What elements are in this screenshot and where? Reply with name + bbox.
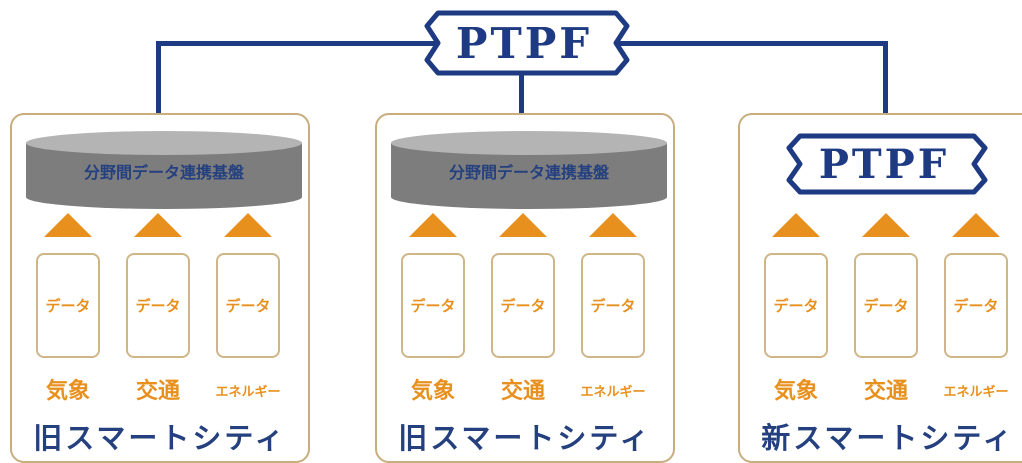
data-card: データ [36, 253, 100, 358]
up-arrow-icon [862, 213, 910, 237]
data-platform-cylinder: 分野間データ連携基盤 [391, 131, 667, 209]
up-arrow-icon [772, 213, 820, 237]
category-label: 交通 [135, 379, 180, 404]
data-platform-cylinder: 分野間データ連携基盤 [26, 131, 302, 209]
up-arrow-icon [499, 213, 547, 237]
data-card: データ [944, 253, 1008, 358]
data-card: データ [854, 253, 918, 358]
new-city-panel: PTPF データ データ データ 気象 交通 エネルギー 新スマートシティ [738, 113, 1022, 463]
data-card: データ [216, 253, 280, 358]
category-label: エネルギー [580, 385, 646, 400]
up-arrow-icon [224, 213, 272, 237]
badge-label: PTPF [818, 140, 950, 188]
city-label: 旧スマートシティ [33, 421, 287, 455]
connector-left [156, 41, 161, 113]
category-label: 気象 [410, 379, 455, 404]
category-label: エネルギー [943, 385, 1009, 400]
up-arrow-icon [952, 213, 1000, 237]
up-arrow-icon [44, 213, 92, 237]
city-label: 新スマートシティ [761, 421, 1015, 455]
connector-right [883, 41, 888, 113]
data-card: データ [401, 253, 465, 358]
cylinder-icon [26, 131, 302, 209]
legacy-city-panel: 分野間データ連携基盤 データ データ データ 気象 交通 エネルギー 旧スマート… [10, 113, 310, 463]
badge-frame-icon [786, 133, 988, 195]
category-label: 気象 [45, 379, 90, 404]
legacy-city-panel: 分野間データ連携基盤 データ データ データ 気象 交通 エネルギー 旧スマート… [375, 113, 675, 463]
data-card: データ [581, 253, 645, 358]
up-arrow-icon [409, 213, 457, 237]
city-label: 旧スマートシティ [398, 421, 652, 455]
data-card: データ [764, 253, 828, 358]
category-label: 気象 [773, 379, 818, 404]
category-label: エネルギー [215, 385, 281, 400]
badge-frame-icon [424, 10, 630, 76]
up-arrow-icon [589, 213, 637, 237]
up-arrow-icon [134, 213, 182, 237]
data-card: データ [491, 253, 555, 358]
ptpf-panel-badge: PTPF [778, 131, 990, 197]
badge-label: PTPF [455, 18, 593, 68]
cylinder-icon [391, 131, 667, 209]
category-label: 交通 [863, 379, 908, 404]
data-card: データ [126, 253, 190, 358]
platform-label: 分野間データ連携基盤 [448, 163, 609, 182]
platform-label: 分野間データ連携基盤 [83, 163, 244, 182]
connector-center [519, 41, 524, 113]
category-label: 交通 [500, 379, 545, 404]
ptpf-top-badge: PTPF [416, 8, 632, 78]
